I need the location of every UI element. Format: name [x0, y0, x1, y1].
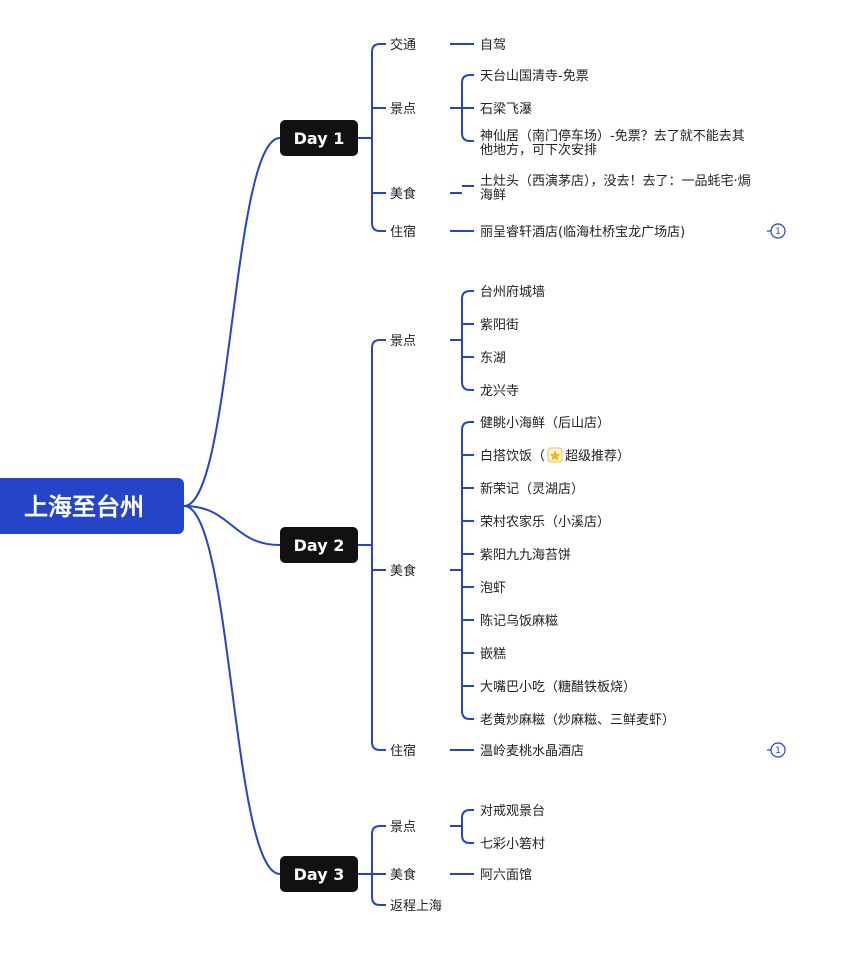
badge-count: 1	[775, 746, 781, 756]
day-node-box	[280, 120, 358, 156]
leaf-node[interactable]: 新荣记（灵湖店）	[480, 481, 584, 497]
badge-count: 1	[775, 227, 781, 237]
leaf-text: 紫阳街	[480, 318, 519, 333]
day-node-box	[280, 856, 358, 892]
leaf-node[interactable]: 东湖	[480, 351, 506, 366]
leaf-node[interactable]: 丽呈睿轩酒店(临海杜桥宝龙广场店)	[480, 225, 685, 240]
leaf-node[interactable]: 阿六面馆	[480, 868, 532, 883]
leaf-text: 荣村农家乐（小溪店）	[480, 514, 610, 530]
leaf-text: 嵌糕	[480, 647, 506, 662]
category-branch-link	[371, 896, 386, 906]
leaf-node[interactable]: 石梁飞瀑	[480, 102, 532, 117]
leaf-text: 台州府城墙	[480, 285, 545, 300]
leaf-text: 温岭麦桃水晶酒店	[480, 744, 584, 759]
leaf-node[interactable]: 健眺小海鲜（后山店）	[480, 416, 610, 431]
leaf-node[interactable]: 七彩小箬村	[480, 836, 545, 852]
category-label[interactable]: 住宿	[390, 743, 416, 759]
category-label[interactable]: 美食	[390, 186, 416, 202]
star-badge-icon	[547, 447, 563, 463]
category-branch-link	[371, 222, 386, 232]
leaf-node[interactable]: 台州府城墙	[480, 285, 545, 300]
day-node-box	[280, 527, 358, 563]
leaf-branch-link	[461, 381, 474, 391]
leaf-node[interactable]: 龙兴寺	[480, 384, 519, 399]
day-node-1[interactable]: Day 1	[280, 120, 358, 156]
leaf-text: 石梁飞瀑	[480, 102, 532, 117]
leaf-branch-link	[461, 74, 474, 84]
root-to-day-link	[183, 505, 281, 546]
leaf-node[interactable]: 自驾	[480, 38, 506, 53]
leaf-text: 白搭饮饭（	[480, 448, 545, 464]
day-node-label: Day 3	[294, 865, 345, 884]
root-node-label: 上海至台州	[24, 493, 144, 521]
leaf-node[interactable]: 荣村农家乐（小溪店）	[480, 514, 610, 530]
day-node-3[interactable]: Day 3	[280, 856, 358, 892]
leaf-node[interactable]: 天台山国清寺-免票	[480, 69, 589, 84]
category-label[interactable]: 住宿	[390, 224, 416, 240]
leaf-text: 对戒观景台	[480, 804, 545, 819]
leaf-text: 泡虾	[480, 581, 506, 596]
root-node-box	[0, 478, 184, 534]
category-label[interactable]: 交通	[390, 37, 416, 53]
leaf-node[interactable]: 紫阳九九海苔饼	[480, 548, 571, 563]
category-label[interactable]: 返程上海	[390, 899, 442, 914]
leaf-node[interactable]: 温岭麦桃水晶酒店	[480, 744, 584, 759]
star-shape	[549, 450, 561, 461]
leaf-branch-link	[461, 809, 474, 819]
leaf-text: 紫阳九九海苔饼	[480, 548, 571, 563]
category-label[interactable]: 景点	[390, 820, 416, 835]
category-branch-link	[371, 43, 386, 53]
day-node-label: Day 1	[294, 129, 345, 148]
leaf-text: 健眺小海鲜（后山店）	[480, 416, 610, 431]
leaf-branch-link	[461, 710, 474, 720]
day-node-2[interactable]: Day 2	[280, 527, 358, 563]
root-to-day-link	[183, 505, 281, 875]
leaf-text: 天台山国清寺-免票	[480, 69, 589, 84]
root-to-day-link	[183, 137, 281, 507]
category-label[interactable]: 美食	[390, 867, 416, 883]
leaf-text: 七彩小箬村	[480, 836, 545, 852]
leaf-text: 他地方，可下次安排	[480, 142, 597, 158]
leaf-text: 大嘴巴小吃（糖醋铁板烧）	[480, 679, 636, 695]
leaf-node[interactable]: 紫阳街	[480, 318, 519, 333]
leaf-text: 陈记乌饭麻糍	[480, 613, 558, 629]
leaf-text: 神仙居（南门停车场）-免票？去了就不能去其	[480, 128, 745, 144]
leaf-branch-link	[461, 290, 474, 300]
leaf-text: 自驾	[480, 38, 506, 53]
leaf-node[interactable]: 大嘴巴小吃（糖醋铁板烧）	[480, 679, 636, 695]
leaf-branch-link	[461, 421, 474, 431]
leaf-node[interactable]: 嵌糕	[480, 647, 506, 662]
category-label[interactable]: 景点	[390, 102, 416, 117]
leaf-text: 新荣记（灵湖店）	[480, 481, 584, 497]
leaf-text: 海鲜	[480, 188, 506, 203]
root-node[interactable]: 上海至台州	[0, 478, 184, 534]
leaf-text: 老黄炒麻糍（炒麻糍、三鲜麦虾）	[480, 713, 675, 728]
comment-count-badge-icon[interactable]: 1	[767, 742, 786, 758]
leaf-text: 阿六面馆	[480, 868, 532, 883]
comment-count-badge-icon[interactable]: 1	[767, 223, 786, 239]
leaf-node[interactable]: 陈记乌饭麻糍	[480, 613, 558, 629]
leaf-node[interactable]: 泡虾	[480, 581, 506, 596]
mind-map-links	[183, 43, 474, 906]
leaf-text: 龙兴寺	[480, 384, 519, 399]
leaf-node[interactable]: 土灶头（西演茅店），没去！去了：一品蚝宅·焗海鲜	[480, 173, 751, 203]
leaf-node[interactable]: 对戒观景台	[480, 804, 545, 819]
day-node-label: Day 2	[294, 536, 345, 555]
leaf-branch-link	[461, 132, 474, 142]
leaf-text: 东湖	[480, 351, 506, 366]
category-label[interactable]: 美食	[390, 563, 416, 579]
leaf-branch-link	[461, 834, 474, 844]
leaf-text: 丽呈睿轩酒店(临海杜桥宝龙广场店)	[480, 225, 685, 240]
leaf-node[interactable]: 老黄炒麻糍（炒麻糍、三鲜麦虾）	[480, 713, 675, 728]
category-branch-link	[371, 825, 386, 835]
leaf-text: 土灶头（西演茅店），没去！去了：一品蚝宅·焗	[480, 173, 751, 189]
leaf-text: 超级推荐）	[565, 449, 630, 464]
category-branch-link	[371, 339, 386, 349]
category-branch-link	[371, 741, 386, 751]
leaf-node[interactable]: 白搭饮饭（ 超级推荐）	[480, 447, 630, 464]
category-label[interactable]: 景点	[390, 334, 416, 349]
